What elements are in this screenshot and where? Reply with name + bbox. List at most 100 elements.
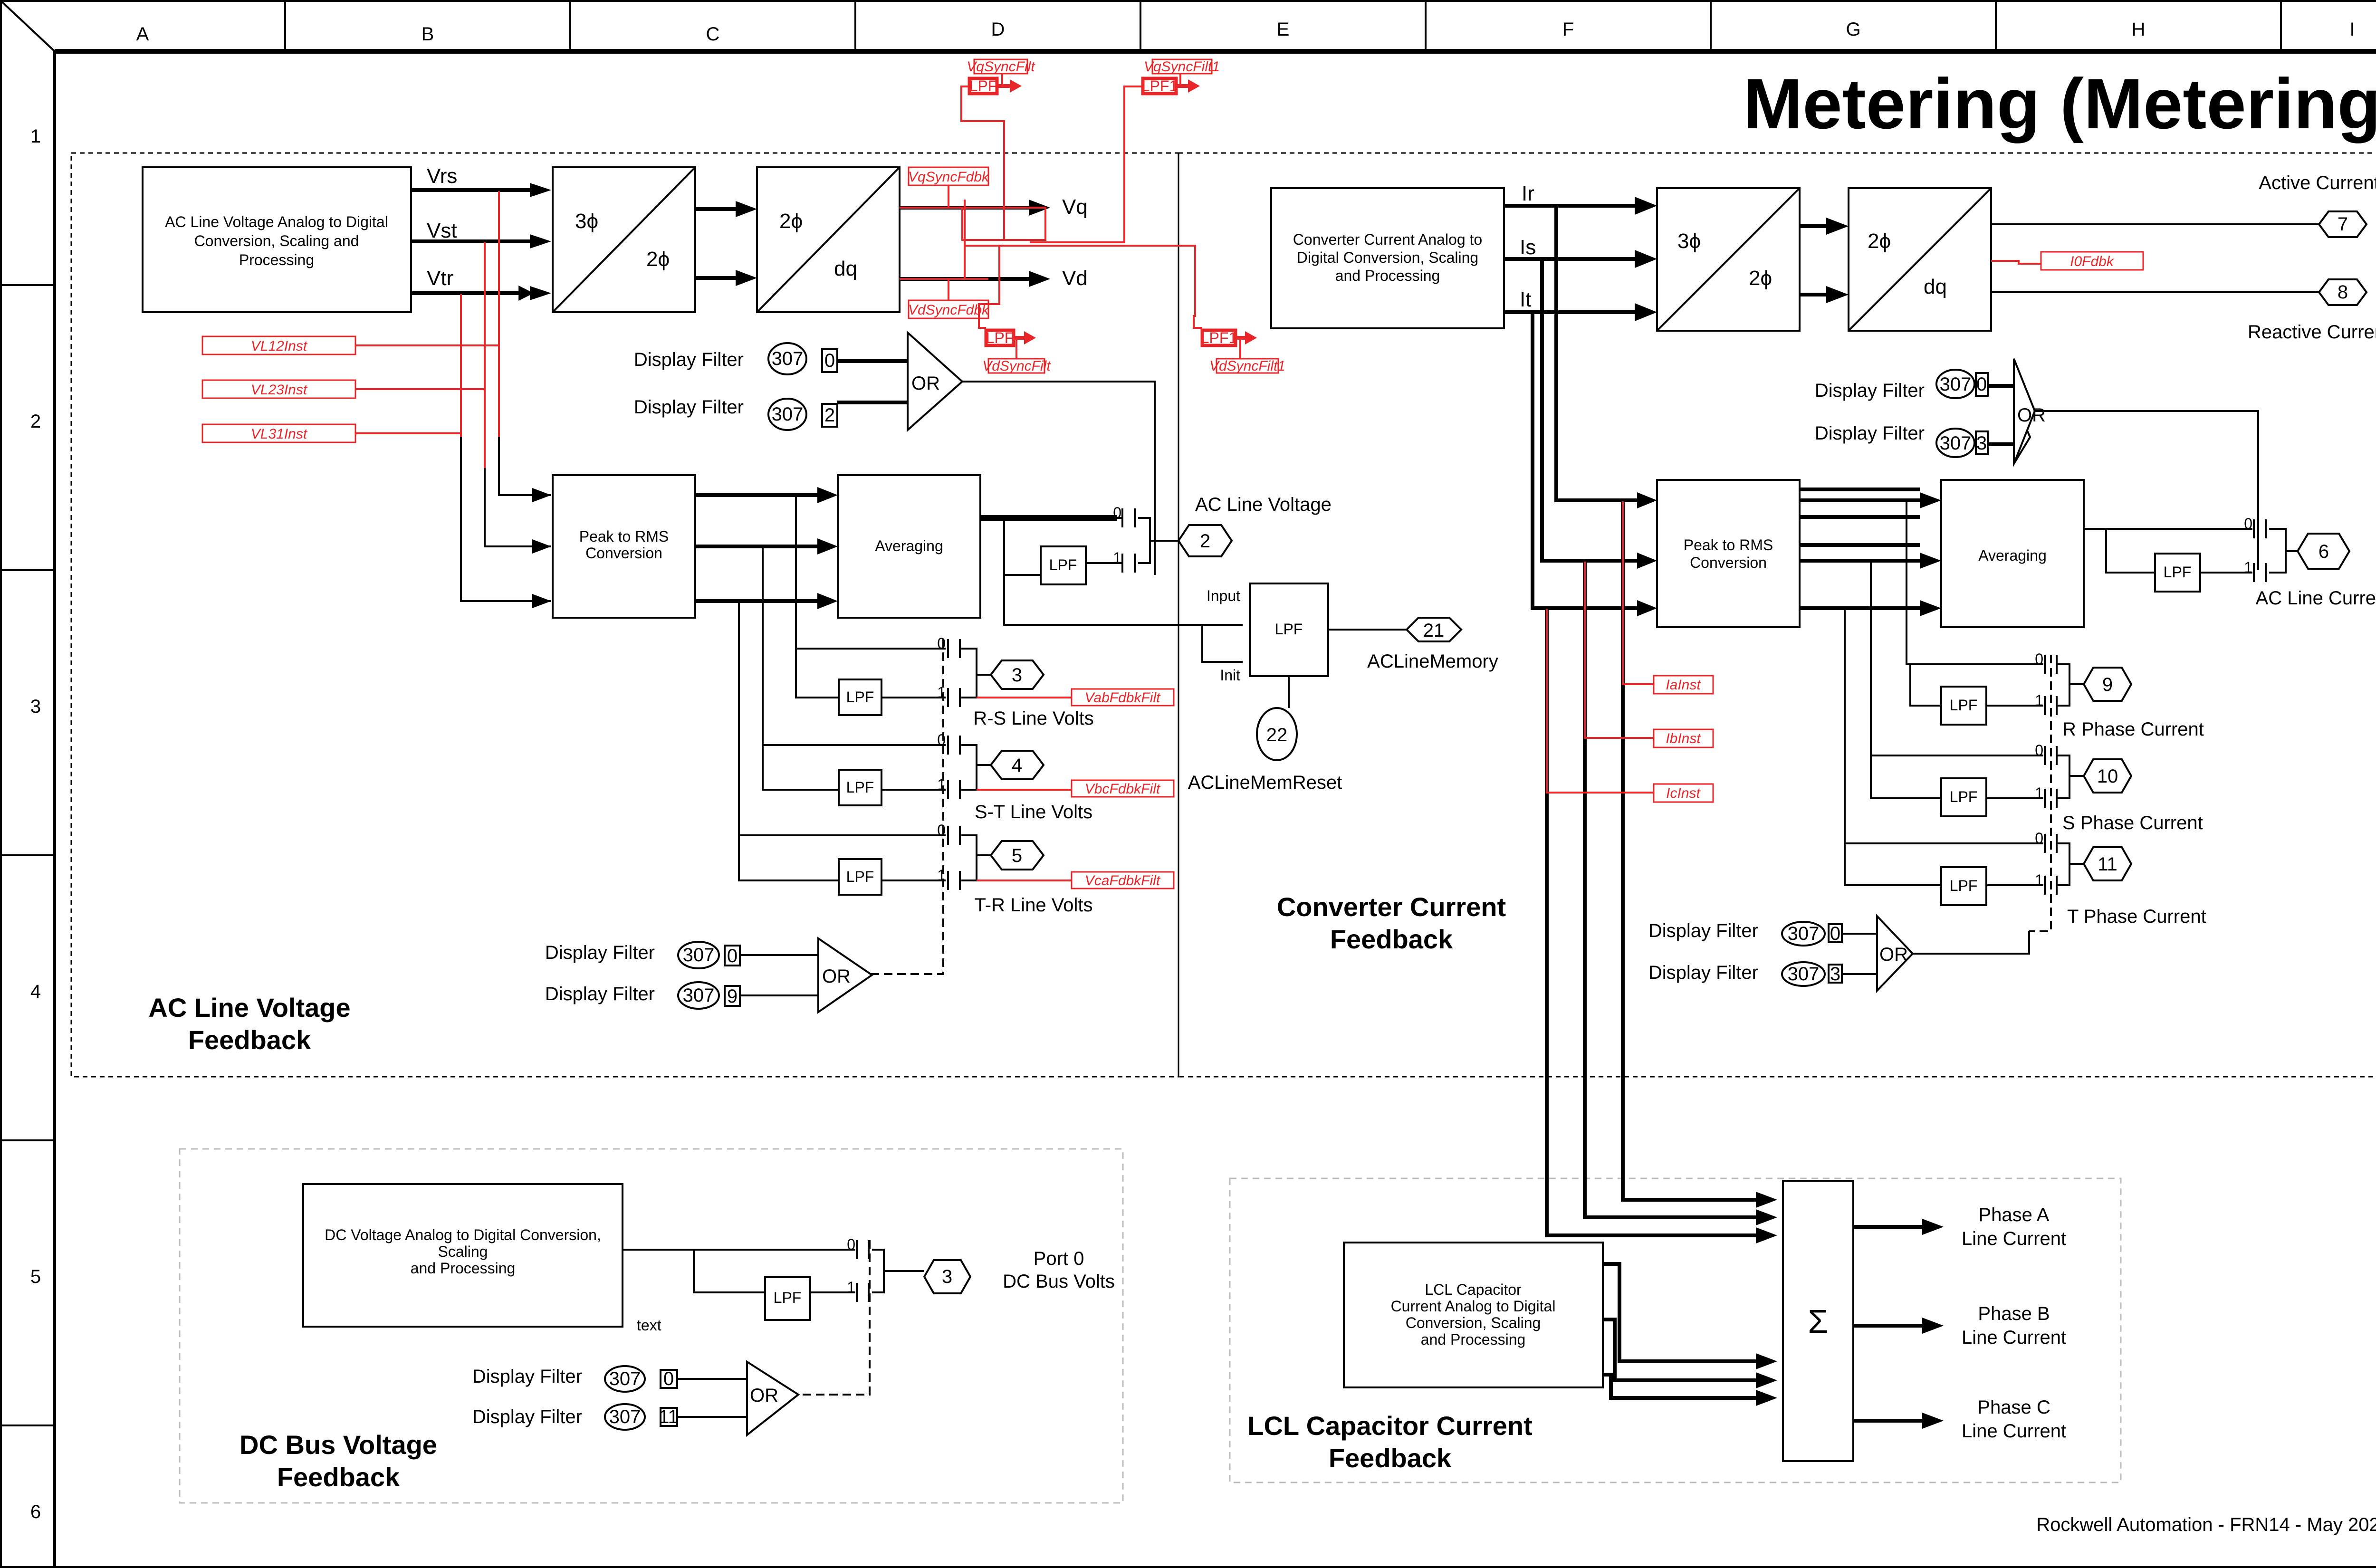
dc-bus-section-border [179,1148,1124,1504]
tag-ibinst: IbInst [1666,731,1701,746]
param-number: 307 [609,1368,641,1389]
bit-number: 2 [824,405,835,426]
display-filter-label: Display Filter [634,349,744,370]
label-dq: dq [834,257,857,280]
output-label: R-S Line Volts [973,708,1093,729]
output-label: T Phase Current [2067,906,2206,927]
sigma-icon: Σ [1808,1303,1828,1340]
bit-number: 3 [1830,964,1840,985]
tr-line-volts: LPF 0 1 5 T-R Line Volts VcaFdbkFilt [838,822,1175,916]
converter-adc-block: Converter Current Analog to Digital Conv… [1270,187,1505,329]
phase-b-label: Line Current [1962,1327,2066,1348]
param-number: 307 [1940,374,1972,395]
switch-label: 0 [937,822,946,839]
label-2phase: 2ϕ [1868,229,1891,253]
block-label: Processing [239,251,314,268]
output-label: S-T Line Volts [975,802,1092,822]
tag-icinst: IcInst [1666,785,1701,801]
column-label: H [2132,19,2146,40]
output-param: 3 [942,1266,952,1287]
block-label: and Processing [1421,1331,1526,1348]
ac-voltage-inst-tags: VL12Inst VL23Inst VL31Inst [201,335,499,443]
reactive-current-output: 8 Reactive Current [2248,278,2376,343]
output-param: 6 [2319,541,2329,562]
row-label: 2 [30,411,41,432]
lpf-label: LPF [1275,621,1303,638]
signal-vtr: Vtr [427,267,453,290]
block-label: Digital Conversion, Scaling [1297,249,1478,266]
switch-label: 1 [2035,871,2043,889]
column-label: D [991,19,1005,40]
block-label: Conversion [1690,554,1767,571]
or-gate-label: OR [822,966,851,987]
switch-label: 0 [937,731,946,748]
tag-i0fdbk: I0Fdbk [2070,254,2115,269]
block-label: DC Voltage Analog to Digital Conversion, [325,1226,601,1243]
or-gate-label: OR [1879,944,1908,965]
param-number: 307 [1788,964,1820,985]
tag-vcafdbkfilt: VcaFdbkFilt [1085,873,1161,889]
ac-voltage-averaging-block: Averaging [837,474,981,619]
or-gate-label: OR [2017,405,2046,426]
switch-label: 0 [2035,742,2043,759]
block-label: Peak to RMS [1684,536,1773,554]
t-phase-current: LPF 0 1 11 T Phase Current [1940,830,2206,927]
bit-number: 9 [727,986,738,1007]
display-filter-label: Display Filter [472,1366,582,1387]
block-label: Averaging [875,537,943,555]
display-filter-label: Display Filter [1815,380,1925,401]
output-param: 7 [2338,214,2348,235]
ac-line-memory: Input Init LPF 21 ACLineMemory 22 ACLine… [1188,583,1498,793]
section-title-ac-voltage: Feedback [188,1025,311,1055]
lcl-adc-block: LCL Capacitor Current Analog to Digital … [1343,1242,1604,1388]
column-label: A [136,24,149,45]
section-title-dc-bus: DC Bus Voltage [240,1430,437,1460]
output-label: Reactive Current [2248,322,2376,343]
reset-label: ACLineMemReset [1188,772,1342,793]
output-label: S Phase Current [2062,813,2203,833]
output-label: Active Current [2259,172,2376,193]
param-number: 307 [683,985,715,1006]
output-label: ACLineMemory [1367,651,1498,672]
switch-label: 1 [937,867,946,884]
lpf-label: LPF [1950,788,1978,805]
lpf-label: LPF [774,1289,802,1306]
switch-label: 0 [2244,515,2252,532]
dc-bus-adc-block: DC Voltage Analog to Digital Conversion,… [302,1183,623,1328]
tag-vl31inst: VL31Inst [251,426,308,442]
ac-line-voltage-output: LPF 0 1 2 AC Line Voltage [980,494,1332,626]
ac-voltage-display-filter-bottom: Display Filter 307 0 Display Filter 307 … [545,937,874,1014]
param-number: 307 [772,404,804,425]
text-placeholder-label: text [637,1317,661,1334]
lpf-label: LPF [1950,877,1978,894]
lpf1-label: LPF1 [1201,329,1237,346]
switch-label: 1 [937,684,946,701]
tag-vdsyncfdbk: VdSyncFdbk [908,302,990,318]
column-label: G [1846,19,1860,40]
column-label: F [1562,19,1574,40]
switch-label: 0 [847,1236,855,1253]
lpf-label: LPF [969,77,997,95]
block-label: Conversion [585,545,662,562]
output-param: 4 [1012,755,1022,776]
lpf1-label: LPF1 [1141,77,1178,95]
switch-label: 1 [1113,549,1121,566]
block-label: Scaling [438,1243,488,1260]
st-line-volts: LPF 0 1 4 S-T Line Volts VbcFdbkFilt [838,731,1175,822]
column-headers: A B C D E F G H I [136,19,2355,45]
page-title: Metering (Metering) [1743,64,2376,143]
display-filter-label: Display Filter [545,942,655,963]
row-label: 1 [30,126,41,147]
ac-voltage-signals: Vrs Vst Vtr [411,164,551,608]
converter-display-filter-top: Display Filter 307 0 Display Filter 307 … [1815,358,2259,570]
ac-line-volts-rungs [738,495,991,975]
display-filter-label: Display Filter [1815,423,1925,444]
param-number: 307 [1940,433,1972,454]
sync-filter-vd: LPF VdSyncFilt [982,328,1051,374]
input-label: Input [1207,587,1240,604]
tag-vabfdbkfilt: VabFdbkFilt [1085,690,1161,706]
lpf-label: LPF [846,688,874,706]
lpf-label: LPF [986,329,1014,346]
signal-is: Is [1520,236,1536,259]
switch-label: 0 [937,635,946,652]
